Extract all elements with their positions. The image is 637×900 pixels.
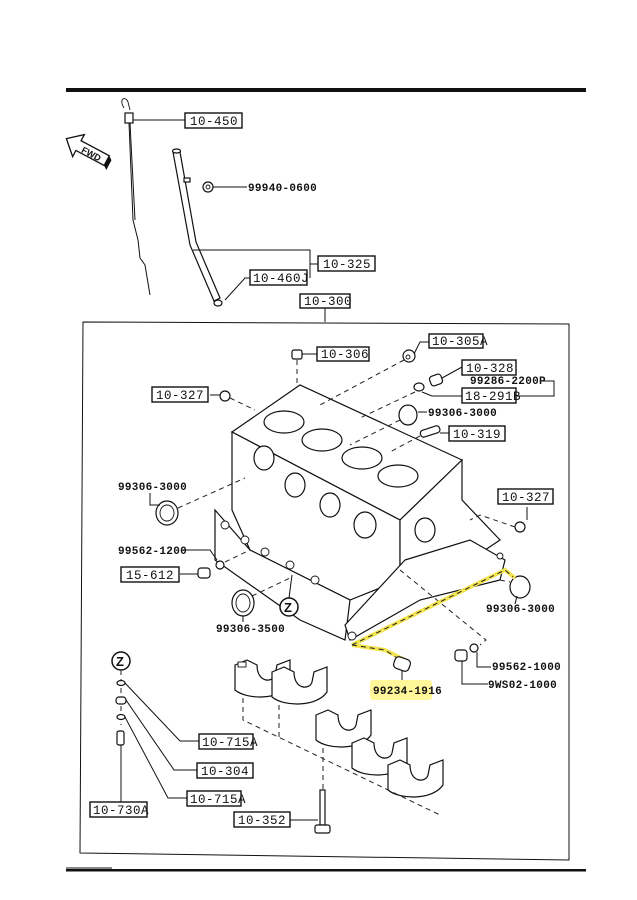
svg-text:10-715A: 10-715A — [202, 736, 258, 750]
zero-marker-icon-jet: Z — [111, 651, 131, 671]
plug-99306-left-part — [155, 500, 179, 526]
label-10-460j[interactable]: 10-460J — [249, 269, 309, 286]
label-99306-3000-left[interactable]: 99306-3000 — [118, 482, 187, 494]
svg-text:10-460J: 10-460J — [253, 272, 309, 286]
label-10-328[interactable]: 10-328 — [461, 359, 517, 376]
label-99562-1000[interactable]: 99562-1000 — [492, 662, 561, 674]
plug-10-328-part — [428, 373, 444, 387]
svg-text:10-305A: 10-305A — [432, 335, 488, 349]
label-10-304[interactable]: 10-304 — [196, 762, 254, 779]
label-10-305a[interactable]: 10-305A — [428, 333, 488, 349]
label-10-306[interactable]: 10-306 — [316, 346, 370, 362]
label-10-715a-top[interactable]: 10-715A — [198, 733, 258, 750]
bolt-99940-part — [202, 181, 214, 193]
cap-bolt-10-352-part — [314, 789, 331, 834]
label-10-327-right[interactable]: 10-327 — [497, 488, 554, 505]
label-10-327-left[interactable]: 10-327 — [151, 386, 209, 403]
guide-pipe-part — [171, 148, 223, 307]
top-rule — [66, 88, 586, 92]
bottom-rule — [66, 869, 586, 872]
label-99306-3000-right[interactable]: 99306-3000 — [486, 604, 555, 616]
label-15-612[interactable]: 15-612 — [120, 566, 180, 583]
label-10-450[interactable]: 10-450 — [184, 112, 243, 129]
fwd-arrow-icon: FWD — [65, 133, 112, 171]
plug-99306-top-part — [398, 404, 418, 426]
svg-text:10-328: 10-328 — [466, 362, 514, 376]
svg-text:10-304: 10-304 — [201, 765, 249, 779]
highlight-label-bg — [370, 680, 432, 700]
label-99940-0600[interactable]: 99940-0600 — [248, 183, 317, 195]
label-10-319[interactable]: 10-319 — [448, 425, 506, 442]
zero-marker-icon-block: Z — [279, 597, 299, 617]
svg-text:10-325: 10-325 — [323, 258, 371, 272]
label-10-730a[interactable]: 10-730A — [89, 801, 149, 818]
svg-text:15-612: 15-612 — [126, 569, 174, 583]
dowel-99234-part — [392, 656, 412, 672]
label-99306-3000-top[interactable]: 99306-3000 — [428, 408, 497, 420]
plug-99306-3500-part — [231, 589, 255, 617]
label-99286-2200p[interactable]: 99286-2200P — [470, 376, 546, 388]
svg-text:10-450: 10-450 — [190, 115, 238, 129]
plug-10-327-right-part — [514, 521, 526, 533]
gasket-99562-1200-part — [215, 560, 225, 570]
svg-text:10-306: 10-306 — [321, 348, 369, 362]
plug-10-305a-part — [402, 349, 416, 363]
label-18-291b[interactable]: 18-291B — [461, 387, 521, 404]
svg-text:10-319: 10-319 — [453, 428, 501, 442]
cylinder-block-part — [214, 384, 506, 641]
plug-9ws02-part — [454, 649, 468, 662]
svg-text:10-300: 10-300 — [304, 295, 352, 309]
plug-10-306-part — [291, 349, 303, 360]
drain-plug-15-612-part — [197, 567, 211, 579]
svg-text:10-730A: 10-730A — [93, 804, 149, 818]
label-9ws02-1000[interactable]: 9WS02-1000 — [488, 680, 557, 692]
svg-text:10-715A: 10-715A — [190, 793, 246, 807]
label-10-352[interactable]: 10-352 — [233, 811, 291, 828]
svg-text:10-352: 10-352 — [238, 814, 286, 828]
label-10-715a-bottom[interactable]: 10-715A — [186, 790, 246, 807]
assembly-frame — [79, 321, 570, 861]
svg-text:10-327: 10-327 — [156, 389, 204, 403]
label-99306-3500[interactable]: 99306-3500 — [216, 624, 285, 636]
dipstick-part — [121, 98, 151, 296]
plug-99306-right-part — [509, 575, 531, 599]
svg-text:Z: Z — [284, 600, 292, 615]
label-10-325[interactable]: 10-325 — [317, 255, 376, 272]
gasket-99562-1000-part — [469, 643, 479, 653]
label-99562-1200[interactable]: 99562-1200 — [118, 546, 187, 558]
label-10-300[interactable]: 10-300 — [299, 293, 352, 309]
dowel-10-319-part — [419, 425, 441, 438]
plug-10-327-left-part — [219, 390, 231, 402]
svg-text:Z: Z — [116, 654, 124, 669]
svg-text:18-291B: 18-291B — [465, 390, 521, 404]
clamp-18-291b-part — [413, 382, 425, 392]
svg-text:10-327: 10-327 — [502, 491, 550, 505]
main-bearing-caps-part — [234, 659, 444, 798]
label-99234-1916-highlighted[interactable]: 99234-1916 — [373, 686, 442, 698]
